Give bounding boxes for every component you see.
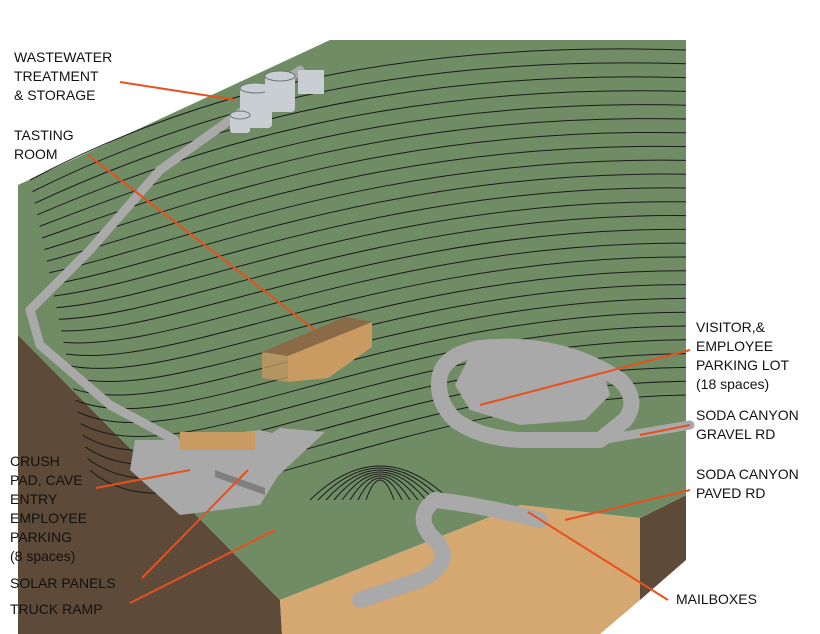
contour-line	[333, 471, 427, 501]
contour-line	[65, 256, 687, 356]
contour-line	[317, 467, 443, 501]
contour-line	[32, 62, 687, 193]
contour-line	[341, 473, 419, 501]
label-crush-pad: CRUSH PAD, CAVE ENTRY EMPLOYEE PARKING (…	[10, 453, 88, 564]
contour-line	[357, 477, 403, 501]
contour-line	[309, 465, 451, 501]
contour-line	[63, 242, 687, 344]
contour-line	[51, 173, 687, 285]
label-tasting-room: TASTING ROOM	[14, 127, 74, 162]
leader-visitor-parking	[479, 349, 691, 406]
label-gravel-rd: SODA CANYON GRAVEL RD	[696, 407, 799, 442]
contour-line	[61, 228, 687, 332]
cliff-right-face	[640, 495, 686, 600]
label-mailboxes: MAILBOXES	[676, 591, 757, 607]
leader-gravel-rd	[639, 424, 691, 436]
roads	[25, 65, 695, 608]
contour-line	[39, 104, 687, 227]
leader-tasting-room	[87, 154, 316, 331]
paved-road	[352, 492, 548, 608]
contour-line	[68, 270, 687, 369]
contour-line	[53, 187, 687, 297]
contour-line	[37, 90, 687, 216]
contour-line	[34, 76, 687, 204]
leader-crush-pad	[95, 469, 191, 489]
leader-truck-ramp	[129, 529, 276, 604]
leader-lines	[87, 81, 691, 604]
label-truck-ramp: TRUCK RAMP	[10, 601, 103, 617]
label-paved-rd: SODA CANYON PAVED RD	[696, 466, 799, 501]
solar-panels-block	[215, 428, 325, 488]
access-road	[25, 65, 305, 445]
cave-entry-arches	[180, 432, 255, 450]
tasting-room-building	[262, 317, 372, 382]
leader-solar-panels	[141, 469, 249, 579]
contour-line	[49, 159, 687, 274]
label-wastewater: WASTEWATER TREATMENT & STORAGE	[14, 49, 113, 103]
gravel-road	[431, 338, 640, 449]
leader-wastewater	[119, 81, 237, 101]
contour-line	[77, 325, 687, 424]
contour-line	[46, 145, 687, 262]
contour-line	[349, 475, 411, 501]
leader-paved-rd	[564, 489, 691, 521]
wastewater-tanks	[229, 70, 324, 133]
contour-line	[58, 215, 687, 320]
visitor-parking-lot	[455, 345, 610, 425]
label-solar-panels: SOLAR PANELS	[10, 575, 116, 591]
solar-panels-side	[215, 470, 265, 495]
contour-line	[56, 201, 687, 309]
label-visitor-parking: VISITOR,& EMPLOYEE PARKING LOT (18 space…	[696, 319, 790, 392]
contour-line	[365, 479, 395, 501]
contour-line	[41, 118, 687, 239]
contour-line	[325, 469, 435, 501]
leader-mailboxes	[527, 511, 669, 601]
